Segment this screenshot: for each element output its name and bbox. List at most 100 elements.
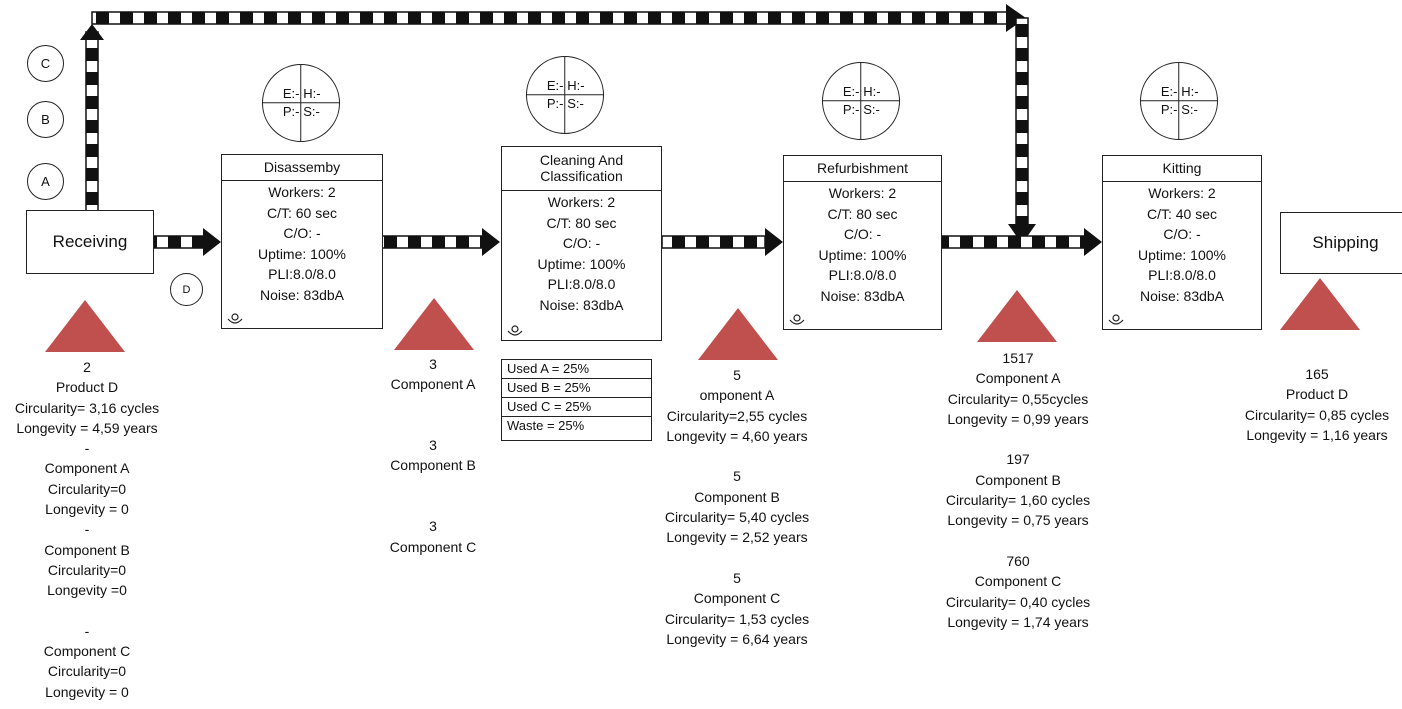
- inventory-line: -: [84, 440, 90, 457]
- receiving-label: Receiving: [52, 232, 128, 251]
- inventory-line: Longevity = 0,99 years: [947, 410, 1089, 427]
- safety-p: P:-: [842, 101, 860, 117]
- inventory-line: Component A: [390, 376, 476, 393]
- inventory-line: 3: [429, 518, 437, 535]
- inventory-line: 3: [429, 356, 437, 372]
- push-arrow-1: [152, 228, 221, 256]
- inventory-line: Longevity = 2,52 years: [666, 529, 808, 546]
- inventory-line: Product D: [1285, 386, 1349, 403]
- process-box-disassembly: Disassemby Workers: 2 C/T: 60 sec C/O: -…: [221, 154, 383, 329]
- inventory-line: Circularity=2,55 cycles: [666, 407, 808, 424]
- safety-s: S:-: [863, 101, 880, 117]
- inventory-line: Longevity = 4,59 years: [16, 419, 158, 436]
- inventory-line: Circularity= 3,16 cycles: [14, 399, 160, 416]
- process-box-refurbishment: Refurbishment Workers: 2 C/T: 80 sec C/O…: [783, 155, 942, 330]
- receiving-box: Receiving: [26, 210, 154, 274]
- safety-e: E:-: [842, 84, 860, 100]
- changeover-text: C/O: -: [843, 226, 882, 243]
- safety-h: H:-: [567, 78, 585, 94]
- safety-s: S:-: [303, 103, 320, 119]
- uptime-text: Uptime: 100%: [258, 245, 346, 262]
- workers-text: Workers: 2: [1148, 185, 1216, 201]
- inventory-line: -: [84, 622, 90, 639]
- inventory-line: Component C: [693, 590, 781, 607]
- signal-b-label: B: [41, 112, 50, 127]
- inventory-line: 2: [83, 359, 91, 375]
- safety-h: H:-: [863, 84, 881, 100]
- operator-icon: [507, 325, 523, 336]
- process-box-cleaning: Cleaning And Classification Workers: 2 C…: [501, 146, 662, 341]
- inventory-line: Longevity = 1,74 years: [947, 613, 1089, 630]
- operator-icon: [1108, 314, 1124, 325]
- inventory-line: [363, 415, 503, 435]
- inventory-line: Component B: [390, 457, 476, 474]
- safety-circle-cleaning: E:- H:- P:- S:-: [526, 56, 604, 134]
- noise-text: Noise: 83dbA: [259, 286, 345, 303]
- push-arrow-2: [381, 228, 500, 256]
- inventory-line: 760: [1006, 552, 1030, 569]
- inventory-line: Longevity = 1,16 years: [1246, 426, 1388, 443]
- safety-s: S:-: [1181, 101, 1198, 117]
- cycle-time-text: C/T: 40 sec: [1146, 205, 1218, 222]
- inventory-line: Component A: [975, 370, 1061, 387]
- usage-split-table: Used A = 25% Used B = 25% Used C = 25% W…: [501, 359, 652, 441]
- inventory-line: Longevity =0: [47, 582, 127, 599]
- process-title: Cleaning And Classification: [502, 147, 661, 191]
- inventory-line: 165: [1305, 366, 1329, 382]
- changeover-text: C/O: -: [562, 235, 601, 252]
- top-return-line: [80, 4, 1036, 244]
- workers-text: Workers: 2: [547, 194, 616, 210]
- inventory-line: 1517: [1002, 350, 1034, 366]
- inventory-line: Circularity=0: [47, 480, 127, 497]
- inventory-line: 5: [733, 367, 741, 383]
- inventory-line: Longevity = 0,75 years: [947, 512, 1089, 529]
- inventory-triangle-disassembly: [394, 298, 474, 350]
- signal-a-label: A: [41, 174, 50, 189]
- inventory-line: Product D: [55, 379, 119, 396]
- push-arrow-3: [661, 228, 783, 256]
- waste-row: Waste = 25%: [507, 418, 585, 433]
- noise-text: Noise: 83dbA: [539, 296, 624, 313]
- cycle-time-text: C/T: 80 sec: [546, 214, 617, 231]
- inventory-triangle-cleaning: [698, 308, 778, 360]
- operator-icon: [789, 314, 805, 325]
- inventory-line: [363, 476, 503, 496]
- inventory-line: [654, 548, 820, 568]
- push-arrow-4: [941, 228, 1102, 256]
- safety-e: E:-: [282, 86, 300, 102]
- changeover-text: C/O: -: [1163, 226, 1201, 243]
- safety-circle-kitting: E:- H:- P:- S:-: [1140, 62, 1218, 140]
- signal-circle-d: D: [170, 273, 203, 306]
- inventory-line: Circularity= 0,40 cycles: [945, 593, 1091, 610]
- safety-e: E:-: [1160, 84, 1178, 100]
- noise-text: Noise: 83dbA: [1139, 287, 1225, 304]
- inventory-triangle-kitting: [1280, 278, 1360, 330]
- cycle-time-text: C/T: 60 sec: [266, 204, 338, 221]
- safety-circle-disassembly: E:- H:- P:- S:-: [262, 64, 340, 142]
- safety-p: P:-: [546, 95, 564, 111]
- pli-text: PLI:8.0/8.0: [828, 267, 897, 284]
- signal-circle-c: C: [27, 45, 64, 82]
- inventory-line: [363, 395, 503, 415]
- process-title: Disassemby: [222, 155, 382, 181]
- process-title: Refurbishment: [784, 156, 941, 182]
- process-box-kitting: Kitting Workers: 2 C/T: 40 sec C/O: - Up…: [1102, 155, 1262, 330]
- inventory-line: [654, 446, 820, 466]
- inventory-line: Component B: [44, 541, 130, 558]
- inventory-line: [930, 531, 1106, 551]
- safety-e: E:-: [546, 78, 564, 94]
- used-a-row: Used A = 25%: [502, 360, 651, 379]
- shipping-box: Shipping: [1280, 212, 1402, 274]
- used-b-row: Used B = 25%: [502, 379, 651, 398]
- inventory-line: Component A: [44, 460, 130, 477]
- uptime-text: Uptime: 100%: [1138, 246, 1226, 263]
- shipping-label: Shipping: [1312, 233, 1379, 252]
- signal-circle-b: B: [27, 101, 64, 138]
- signal-c-label: C: [40, 56, 51, 71]
- inventory-line: Longevity = 0: [45, 683, 129, 700]
- workers-text: Workers: 2: [828, 185, 897, 201]
- safety-circle-refurbishment: E:- H:- P:- S:-: [822, 62, 900, 140]
